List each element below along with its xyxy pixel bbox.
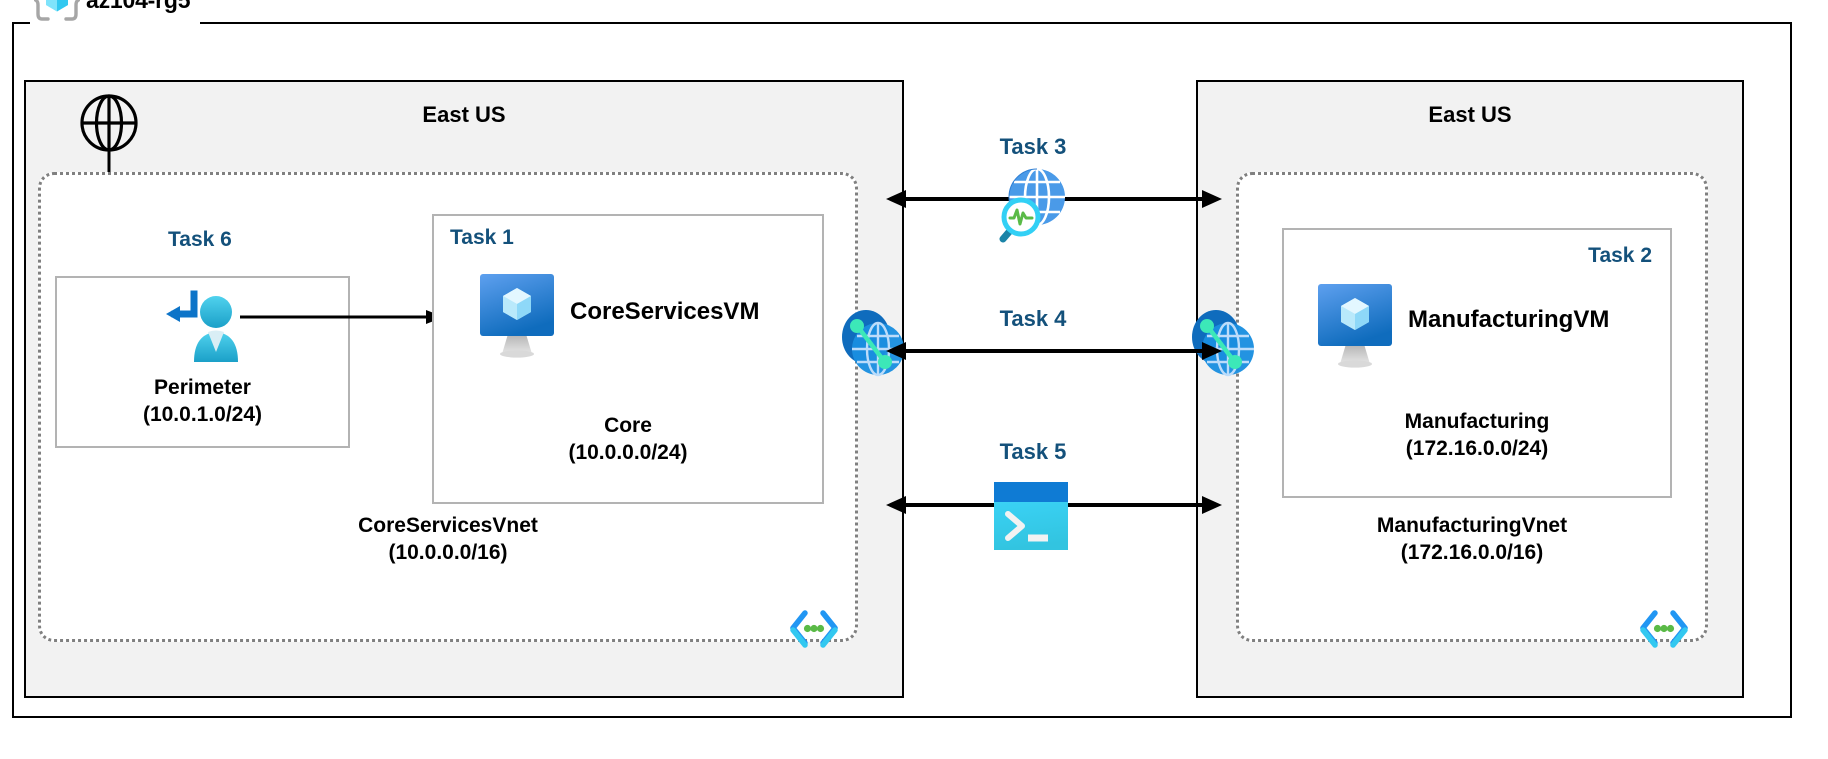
- center-task-label-5: Task 5: [999, 439, 1067, 464]
- network-watcher-icon: [999, 167, 1065, 243]
- subnet-perimeter-name: Perimeter: [154, 376, 251, 399]
- subnet-core-cidr: (10.0.0.0/24): [568, 441, 688, 465]
- resource-group-frame: [12, 22, 1792, 718]
- subnet-core-caption: Core (10.0.0.0/24): [434, 412, 822, 467]
- subnet-perimeter-cidr: (10.0.1.0/24): [142, 403, 263, 427]
- subnet-manufacturing-name: Manufacturing: [1404, 410, 1550, 433]
- task-label-1: Task 1: [450, 226, 514, 249]
- subnet-core-name: Core: [604, 414, 652, 437]
- vnet-manufacturing-caption: ManufacturingVnet (172.16.0.0/16): [1239, 513, 1705, 567]
- vnet-coreservices-cidr: (10.0.0.0/16): [388, 541, 508, 565]
- azure-resource-group-icon: [34, 0, 80, 21]
- cloud-shell-icon: [994, 482, 1068, 550]
- center-task-label-3: Task 3: [999, 134, 1067, 159]
- region-title-left: East US: [422, 102, 506, 127]
- arrow-task4-bidirectional: [886, 342, 1222, 360]
- subnet-core: Task 1 CoreServicesVM Core: [432, 214, 824, 504]
- subnet-manufacturing: Task 2 ManufacturingVM Manufactu: [1282, 228, 1672, 498]
- vnet-manufacturing-name: ManufacturingVnet: [1376, 514, 1568, 538]
- arrow-perimeter-to-core: [240, 310, 444, 324]
- task-label-2: Task 2: [1588, 244, 1652, 267]
- subnet-manufacturing-cidr: (172.16.0.0/24): [1405, 437, 1549, 461]
- region-title-right: East US: [1428, 102, 1512, 127]
- task-label-6: Task 6: [168, 228, 232, 251]
- center-task-label-4: Task 4: [999, 306, 1067, 331]
- vm-name-coreservices: CoreServicesVM: [570, 298, 760, 325]
- subnet-perimeter: Perimeter (10.0.1.0/24): [55, 276, 350, 448]
- vm-name-manufacturing: ManufacturingVM: [1408, 306, 1610, 333]
- resource-group-name: az104-rg5: [86, 0, 191, 14]
- vnet-coreservices-caption: CoreServicesVnet (10.0.0.0/16): [41, 513, 855, 567]
- subnet-perimeter-caption: Perimeter (10.0.1.0/24): [57, 374, 348, 429]
- resource-group-header: az104-rg5: [30, 0, 201, 25]
- globe-internet-icon: [80, 94, 138, 152]
- user-inbound-icon: [166, 290, 238, 362]
- vnet-coreservices-name: CoreServicesVnet: [358, 514, 538, 538]
- virtual-machine-icon: [480, 274, 554, 358]
- vnet-manufacturing-cidr: (172.16.0.0/16): [1400, 541, 1544, 565]
- code-brackets-icon: [1640, 610, 1688, 648]
- virtual-machine-icon: [1318, 284, 1392, 368]
- subnet-manufacturing-caption: Manufacturing (172.16.0.0/24): [1284, 408, 1670, 463]
- code-brackets-icon: [790, 610, 838, 648]
- vnet-peering-icon: [842, 310, 904, 377]
